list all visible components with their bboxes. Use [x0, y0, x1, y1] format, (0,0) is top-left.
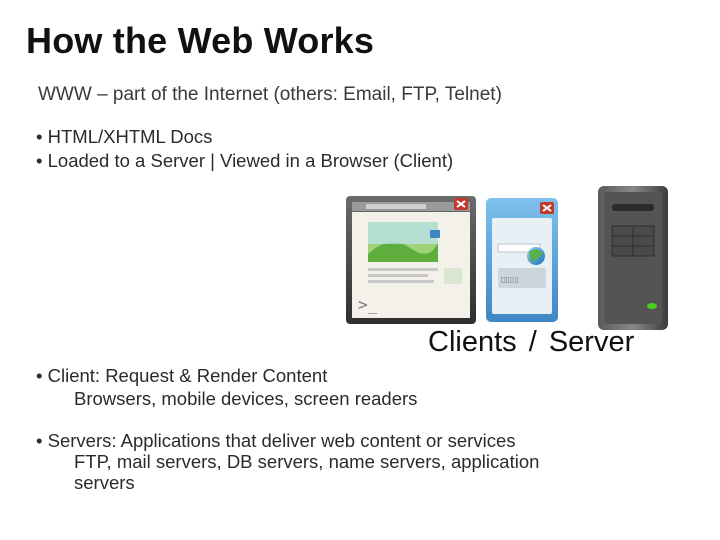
close-icon — [454, 198, 468, 210]
bullet-html-docs: • HTML/XHTML Docs — [36, 126, 213, 147]
client-bullet: • Client: Request & Render Content — [36, 365, 328, 386]
client-server-illustration: >_ ▯▯▯▯ — [346, 186, 668, 330]
browser-window-icon: >_ — [346, 196, 476, 324]
diagram-caption: Clients / Server — [428, 326, 635, 358]
page-title: How the Web Works — [26, 20, 375, 61]
server-tower-icon — [598, 186, 668, 330]
server-examples-cont: servers — [74, 472, 135, 493]
subtitle: WWW – part of the Internet (others: Emai… — [38, 84, 502, 105]
server-section: • Servers: Applications that deliver web… — [36, 430, 539, 493]
svg-text:▯▯▯▯: ▯▯▯▯ — [501, 275, 519, 284]
client-examples: Browsers, mobile devices, screen readers — [74, 388, 418, 409]
server-bullet: • Servers: Applications that deliver web… — [36, 430, 516, 451]
bullet-server-browser: • Loaded to a Server | Viewed in a Brows… — [36, 150, 454, 171]
client-section: • Client: Request & Render Content Brows… — [36, 364, 417, 410]
login-window-icon: ▯▯▯▯ — [486, 198, 558, 322]
bullet-list: • HTML/XHTML Docs • Loaded to a Server |… — [36, 125, 453, 173]
terminal-prompt-icon: >_ — [358, 295, 378, 314]
globe-icon — [527, 247, 545, 265]
server-examples: FTP, mail servers, DB servers, name serv… — [74, 451, 540, 472]
